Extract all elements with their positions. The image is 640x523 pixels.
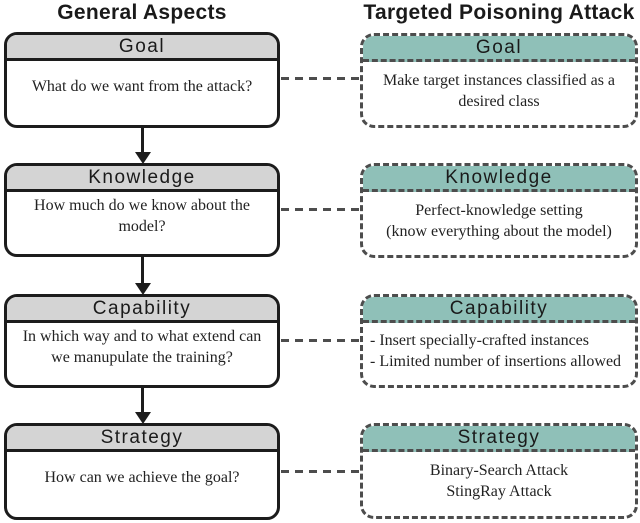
attack-box-strategy-body: Binary-Search Attack StingRay Attack	[429, 462, 569, 500]
arrow-capability-to-strategy-icon	[134, 387, 151, 424]
attack-box-goal: Goal Make target instances classified as…	[360, 33, 638, 128]
attack-box-capability-body: - Insert specially-crafted instances - L…	[370, 332, 622, 370]
arrow-head	[134, 152, 151, 164]
connector-goal	[281, 77, 361, 80]
aspect-box-knowledge-body: How much do we know about the model?	[34, 197, 250, 235]
attack-box-goal-body: Make target instances classified as a de…	[382, 71, 616, 110]
aspect-box-goal-body: What do we want from the attack?	[31, 77, 253, 95]
right-column-title: Targeted Poisoning Attack	[363, 1, 635, 24]
arrow-line	[141, 387, 144, 412]
connector-strategy	[281, 470, 361, 473]
aspect-box-capability: Capability In which way and to what exte…	[4, 294, 280, 388]
left-column-title: General Aspects	[57, 1, 227, 24]
arrow-knowledge-to-capability-icon	[134, 256, 151, 295]
attack-box-capability: Capability - Insert specially-crafted in…	[360, 294, 638, 388]
aspect-box-knowledge: Knowledge How much do we know about the …	[4, 163, 280, 257]
attack-box-knowledge: Knowledge Perfect-knowledge setting (kno…	[360, 163, 638, 258]
aspect-box-capability-header: Capability	[7, 297, 277, 323]
aspect-box-strategy: Strategy How can we achieve the goal?	[4, 423, 280, 520]
aspect-box-strategy-header: Strategy	[7, 426, 277, 452]
aspect-box-strategy-body: How can we achieve the goal?	[44, 469, 240, 487]
arrow-goal-to-knowledge-icon	[134, 127, 151, 164]
attack-box-knowledge-body: Perfect-knowledge setting (know everythi…	[386, 201, 612, 240]
aspect-box-goal: Goal What do we want from the attack?	[4, 32, 280, 128]
attack-box-knowledge-header: Knowledge	[363, 166, 635, 192]
arrow-head	[134, 283, 151, 295]
aspect-box-capability-body: In which way and to what extend can we m…	[22, 328, 262, 366]
attack-box-capability-header: Capability	[363, 297, 635, 323]
arrow-head	[134, 412, 151, 424]
arrow-line	[141, 127, 144, 152]
connector-knowledge	[281, 208, 361, 211]
aspect-box-knowledge-header: Knowledge	[7, 166, 277, 192]
attack-box-goal-header: Goal	[363, 36, 635, 62]
aspect-box-goal-header: Goal	[7, 35, 277, 61]
attack-box-strategy: Strategy Binary-Search Attack StingRay A…	[360, 423, 638, 519]
attack-box-strategy-header: Strategy	[363, 426, 635, 452]
connector-capability	[281, 339, 361, 342]
arrow-line	[141, 256, 144, 283]
